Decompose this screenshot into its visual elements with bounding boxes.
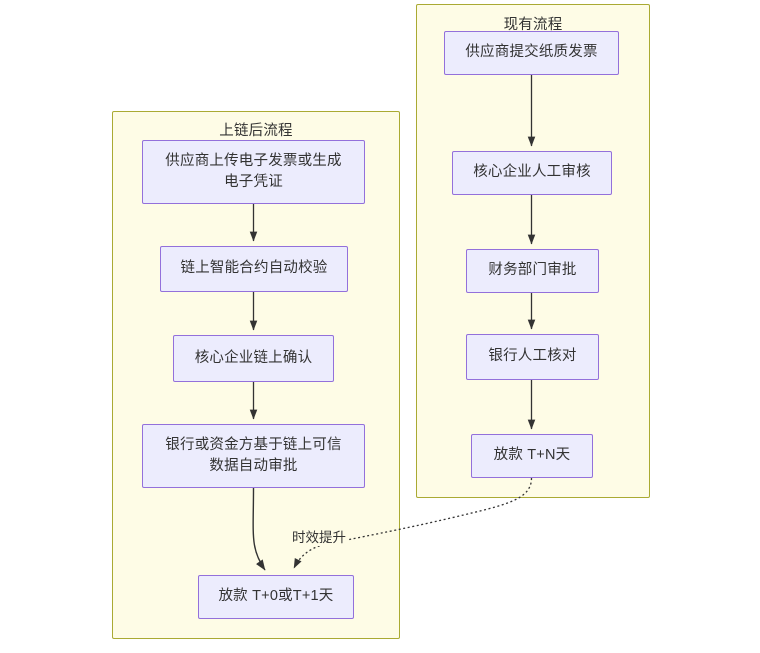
node-smart-contract-auto-verify[interactable]: 链上智能合约自动校验 [160, 246, 348, 292]
node-line: 核心企业人工审核 [473, 164, 591, 181]
node-line: 放款 T+0或T+1天 [218, 588, 334, 605]
node-finance-department-approval[interactable]: 财务部门审批 [466, 249, 599, 293]
existing-process-cluster-title: 现有流程 [503, 17, 563, 33]
node-core-enterprise-manual-review[interactable]: 核心企业人工审核 [452, 151, 612, 195]
node-supplier-paper-invoice[interactable]: 供应商提交纸质发票 [444, 31, 619, 75]
edge-label-speedup: 时效提升 [291, 526, 347, 546]
node-line: 财务部门审批 [488, 262, 577, 279]
node-line: 银行或资金方基于链上可信 [165, 436, 342, 453]
node-line: 放款 T+N天 [493, 447, 571, 464]
node-core-enterprise-onchain-confirm[interactable]: 核心企业链上确认 [173, 335, 334, 382]
node-line: 供应商上传电子发票或生成 [165, 152, 342, 169]
node-supplier-upload-einvoice[interactable]: 供应商上传电子发票或生成 电子凭证 [142, 140, 365, 204]
node-line: 核心企业链上确认 [194, 349, 313, 366]
node-disbursement-t-plus-n[interactable]: 放款 T+N天 [471, 434, 593, 478]
node-line: 银行人工核对 [488, 348, 577, 365]
node-line: 电子凭证 [224, 174, 283, 190]
node-bank-auto-approval-trusted-data[interactable]: 银行或资金方基于链上可信 数据自动审批 [142, 424, 365, 488]
node-line: 供应商提交纸质发票 [465, 44, 598, 61]
node-line: 数据自动审批 [209, 458, 298, 474]
node-line: 链上智能合约自动校验 [180, 260, 328, 277]
node-bank-manual-verification[interactable]: 银行人工核对 [466, 334, 599, 380]
node-disbursement-t-plus-0-or-1[interactable]: 放款 T+0或T+1天 [198, 575, 354, 619]
onchain-process-cluster-title: 上链后流程 [219, 123, 293, 139]
